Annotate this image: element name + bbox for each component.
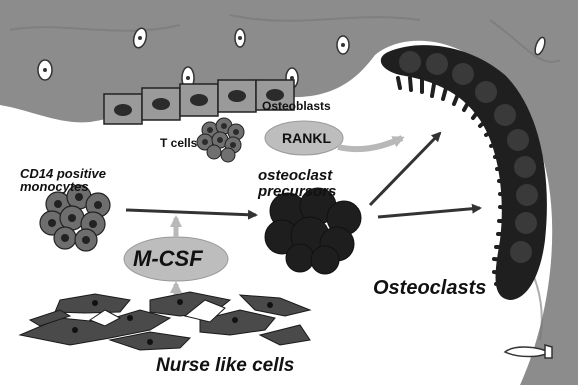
nurse-like-cells xyxy=(20,292,310,350)
osteoblasts-label: Osteoblasts xyxy=(262,100,331,112)
precursor-to-osteoclast-arrow xyxy=(378,208,480,217)
precursors-label-line1: osteoclast xyxy=(258,168,332,183)
differentiation-arrow xyxy=(126,210,256,215)
precursors-label-line2: precursors xyxy=(258,184,336,199)
rankl-arrow xyxy=(338,138,402,149)
mcsf-label: M-CSF xyxy=(133,248,203,270)
cd14-label-line2: monocytes xyxy=(20,180,89,193)
osteoclast-precursors-cluster xyxy=(265,188,361,274)
bone-lacuna xyxy=(505,345,552,358)
osteoclasts-label: Osteoclasts xyxy=(373,278,486,298)
rankl-label: RANKL xyxy=(282,131,331,145)
nurse-like-cells-label: Nurse like cells xyxy=(156,356,294,375)
t-cells-label: T cells xyxy=(160,137,197,149)
